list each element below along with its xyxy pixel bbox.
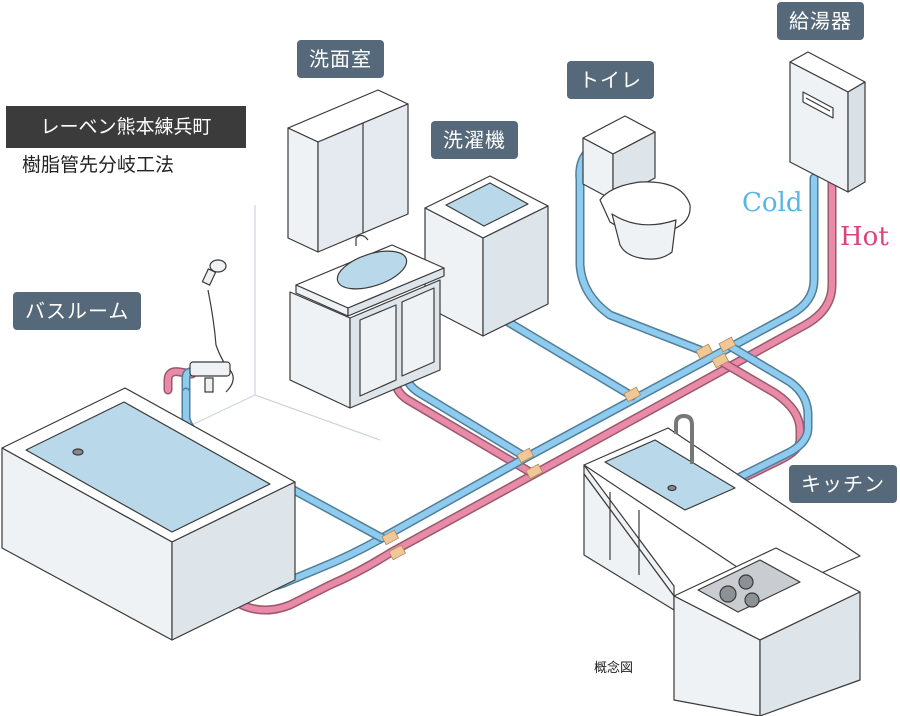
bathtub [1, 387, 296, 641]
joint [525, 463, 544, 480]
title-banner: レーベン熊本練兵町 [6, 106, 246, 148]
joint [516, 447, 535, 464]
tag-water-heater: 給湯器 [777, 2, 864, 40]
tag-toilet: トイレ [567, 61, 654, 99]
shower [189, 259, 234, 393]
tag-washroom: 洗面室 [297, 40, 384, 78]
concept-note: 概念図 [594, 661, 634, 676]
tag-washing-machine: 洗濯機 [431, 121, 518, 159]
joint [381, 529, 400, 546]
joint [388, 544, 407, 561]
hot-label: Hot [840, 222, 889, 252]
tag-kitchen: キッチン [789, 465, 897, 503]
washing-machine [424, 175, 549, 337]
joint [711, 352, 730, 369]
subtitle: 樹脂管先分岐工法 [22, 154, 175, 176]
water-heater [789, 51, 866, 193]
pipe-joints [381, 336, 737, 561]
kitchen-counter [583, 414, 861, 716]
joint [695, 343, 714, 360]
joint [623, 386, 642, 403]
vanity [287, 89, 445, 409]
toilet [582, 115, 691, 260]
tag-bathroom: バスルーム [13, 292, 142, 330]
joint [718, 336, 737, 353]
cold-label: Cold [742, 188, 803, 218]
